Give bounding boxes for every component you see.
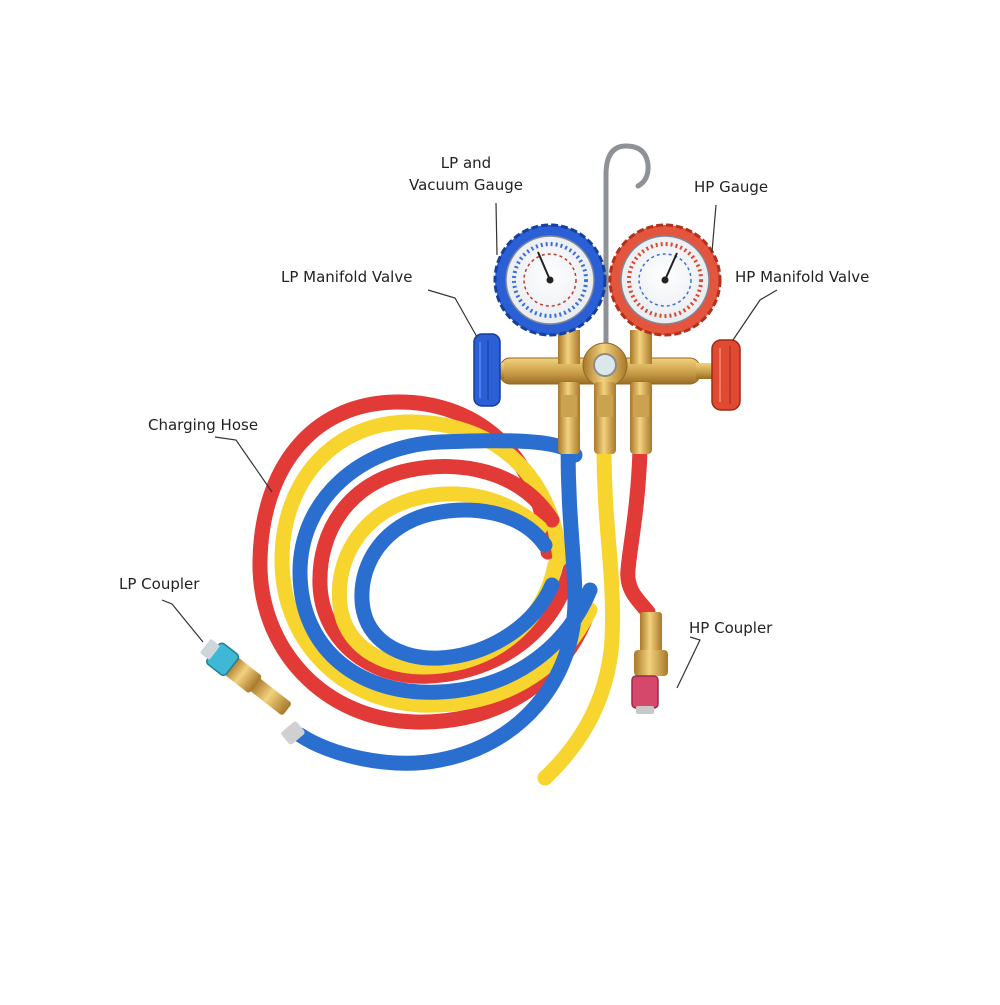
red-hose-outer-coil	[252, 394, 593, 730]
lp-coupler-assembly	[200, 639, 291, 715]
hp-coupler-assembly	[631, 612, 668, 714]
charging-hose-coils	[252, 394, 656, 786]
label-hp-coupler: HP Coupler	[689, 619, 773, 637]
label-hp-gauge: HP Gauge	[694, 178, 769, 196]
leader-hp-valve	[732, 289, 778, 341]
red-hose-lead	[620, 442, 656, 620]
leader-lines	[161, 202, 778, 689]
red-hose-inner-coil	[312, 459, 578, 684]
label-hp-manifold-valve: HP Manifold Valve	[735, 268, 870, 286]
label-lp-vacuum-gauge-line1: LP and	[440, 154, 492, 172]
label-lp-coupler: LP Coupler	[119, 575, 200, 593]
leader-charging-hose	[214, 436, 273, 493]
label-lp-vacuum-gauge: LP and Vacuum Gauge	[400, 152, 532, 196]
lp-vacuum-gauge	[493, 223, 607, 337]
blue-hose-coil	[292, 433, 598, 700]
blue-hose-lead	[292, 437, 583, 771]
leader-lp-gauge	[495, 202, 498, 256]
label-charging-hose: Charging Hose	[148, 416, 259, 434]
hp-gauge	[608, 223, 722, 337]
yellow-hose-lead	[537, 442, 621, 786]
hanging-hook	[603, 143, 651, 363]
blue-hose-inner-coil	[354, 502, 560, 666]
leader-lp-coupler	[161, 599, 204, 643]
label-lp-manifold-valve: LP Manifold Valve	[281, 268, 413, 286]
label-lp-vacuum-gauge-line2: Vacuum Gauge	[408, 176, 523, 194]
leader-lp-valve	[427, 289, 478, 338]
leader-hp-coupler	[676, 636, 701, 689]
lp-manifold-valve-knob	[473, 333, 501, 407]
leader-hp-gauge	[711, 204, 717, 253]
hp-manifold-valve-knob	[711, 339, 741, 411]
